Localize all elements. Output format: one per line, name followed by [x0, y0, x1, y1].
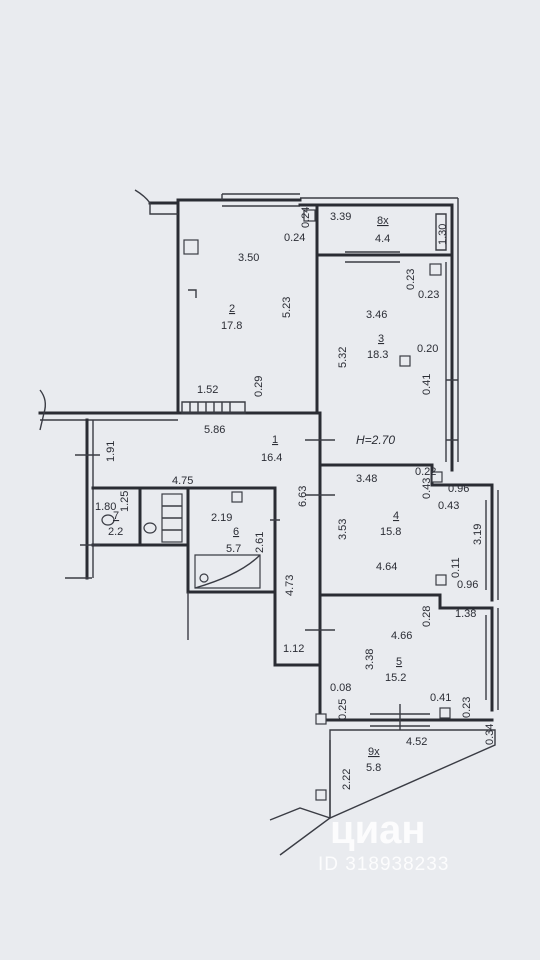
room-number-3: 3	[378, 333, 384, 345]
dimension-label: 6.63	[297, 486, 309, 507]
room-number-5: 5	[396, 656, 402, 668]
room-labels: 8x 4.4 2 17.8 3 18.3 1 16.4 H=2.70 4 15.…	[108, 215, 406, 774]
dimension-label: 1.80	[95, 501, 116, 513]
ceiling-height: H=2.70	[356, 433, 395, 447]
dimension-label: 1.25	[119, 491, 131, 512]
dimension-label: 2.19	[211, 512, 232, 524]
room-area-4: 15.8	[380, 526, 401, 538]
dimension-label: 0.24	[284, 232, 305, 244]
room-area-2: 17.8	[221, 320, 242, 332]
watermark-listing-id: ID 318938233	[318, 854, 449, 875]
room-area-3: 18.3	[367, 349, 388, 361]
dimension-label: 4.64	[376, 561, 397, 573]
watermark: циан ID 318938233	[318, 808, 449, 875]
dimension-label: 5.86	[204, 424, 225, 436]
room-area-8x: 4.4	[375, 233, 390, 245]
dimension-label: 4.75	[172, 475, 193, 487]
dimension-label: 0.24	[300, 207, 312, 228]
dimension-label: 0.43	[421, 478, 433, 499]
dimension-label: 2.22	[341, 769, 353, 790]
watermark-logo: циан	[330, 808, 426, 852]
dimension-label: 1.91	[105, 441, 117, 462]
dimension-label: 0.23	[418, 289, 439, 301]
dimension-label: 1.52	[197, 384, 218, 396]
dimension-label: 0.22	[415, 466, 436, 478]
dimension-label: 4.73	[284, 575, 296, 596]
dimension-label: 0.29	[253, 376, 265, 397]
dimension-label: 1.12	[283, 643, 304, 655]
dimension-label: 0.96	[448, 483, 469, 495]
room-number-8x: 8x	[377, 215, 389, 227]
room-area-5: 15.2	[385, 672, 406, 684]
dimension-label: 5.32	[337, 347, 349, 368]
dimension-label: 4.66	[391, 630, 412, 642]
dimension-label: 0.08	[330, 682, 351, 694]
room-area-1: 16.4	[261, 452, 282, 464]
room-number-1: 1	[272, 434, 278, 446]
dimension-label: 0.41	[430, 692, 451, 704]
dimension-label: 0.23	[461, 697, 473, 718]
dimension-label: 0.34	[484, 724, 496, 745]
room-area-6: 5.7	[226, 543, 241, 555]
dimension-labels: 3.39 1.30 0.24 0.24 3.50 5.23 0.23 0.23 …	[95, 207, 496, 790]
dimension-label: 3.19	[472, 524, 484, 545]
walls	[38, 189, 499, 856]
dimension-label: 4.52	[406, 736, 427, 748]
dimension-label: 0.28	[421, 606, 433, 627]
dimension-label: 0.43	[438, 500, 459, 512]
dimension-label: 3.39	[330, 211, 351, 223]
dimension-label: 3.46	[366, 309, 387, 321]
dimension-label: 0.20	[417, 343, 438, 355]
dimension-label: 0.96	[457, 579, 478, 591]
dimension-label: 3.38	[364, 649, 376, 670]
room-number-6: 6	[233, 526, 239, 538]
dimension-label: 3.50	[238, 252, 259, 264]
dimension-label: 1.30	[437, 224, 449, 245]
dimension-label: 5.23	[281, 297, 293, 318]
dimension-label: 1.38	[455, 608, 476, 620]
dimension-label: 0.25	[337, 699, 349, 720]
room-area-9x: 5.8	[366, 762, 381, 774]
dimension-label: 0.41	[421, 374, 433, 395]
room-number-9x: 9x	[368, 746, 380, 758]
room-number-4: 4	[393, 510, 399, 522]
room-number-7: 7	[113, 510, 119, 522]
dimension-label: 0.23	[405, 269, 417, 290]
dimension-label: 3.53	[337, 519, 349, 540]
dimension-label: 3.48	[356, 473, 377, 485]
room-number-2: 2	[229, 303, 235, 315]
room-area-7: 2.2	[108, 526, 123, 538]
dimension-label: 2.61	[254, 532, 266, 553]
dimension-label: 0.11	[450, 557, 462, 578]
